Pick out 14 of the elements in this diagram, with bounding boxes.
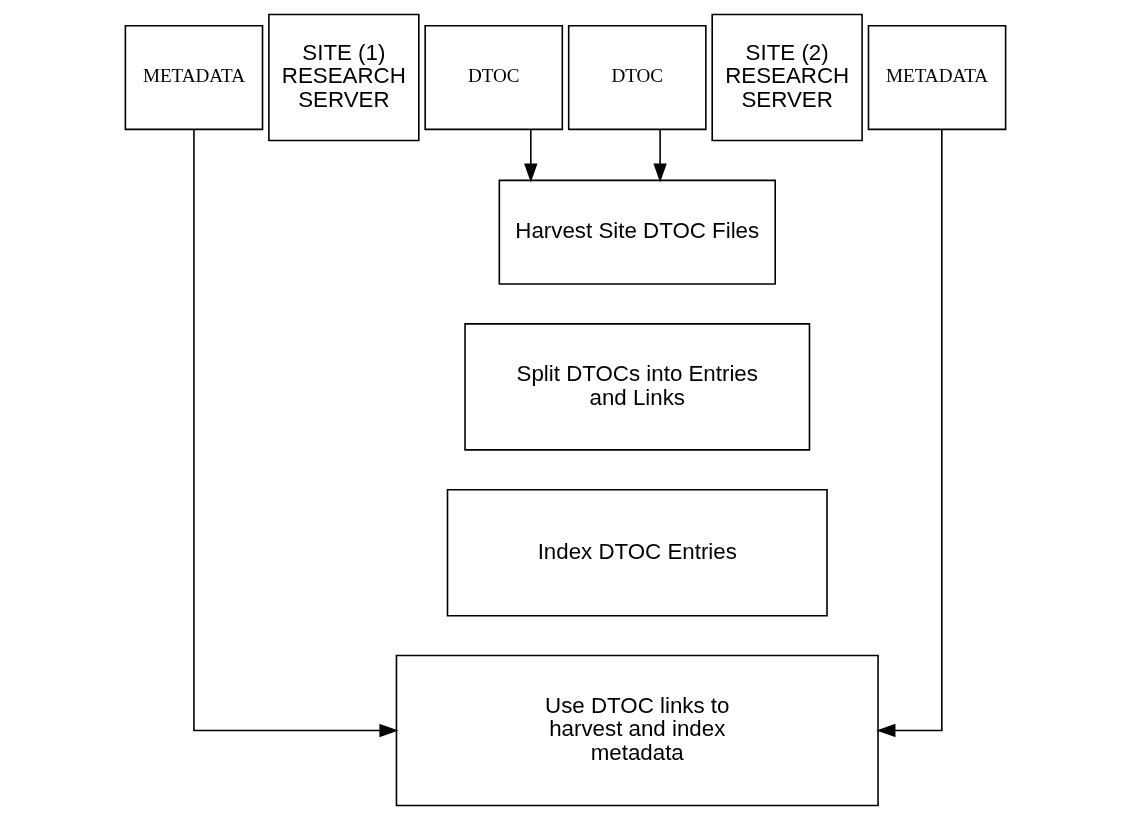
node-box: Split DTOCs into Entries and Links bbox=[463, 323, 810, 451]
node-box: Index DTOC Entries bbox=[446, 488, 828, 617]
node-box: METADATA bbox=[124, 24, 263, 131]
arrow bbox=[875, 129, 943, 738]
node-box: DTOC bbox=[423, 24, 563, 131]
node-box: METADATA bbox=[867, 24, 1006, 131]
arrow bbox=[652, 128, 667, 183]
node-box: Harvest Site DTOC Files bbox=[498, 179, 776, 285]
node-box: Use DTOC links to harvest and index metadata bbox=[395, 654, 879, 807]
node-box: DTOC bbox=[567, 24, 707, 131]
arrow bbox=[192, 129, 399, 738]
arrow bbox=[523, 128, 538, 183]
node-box: SITE (1) RESEARCH SERVER bbox=[267, 13, 420, 142]
node-box: SITE (2) RESEARCH SERVER bbox=[710, 13, 863, 142]
